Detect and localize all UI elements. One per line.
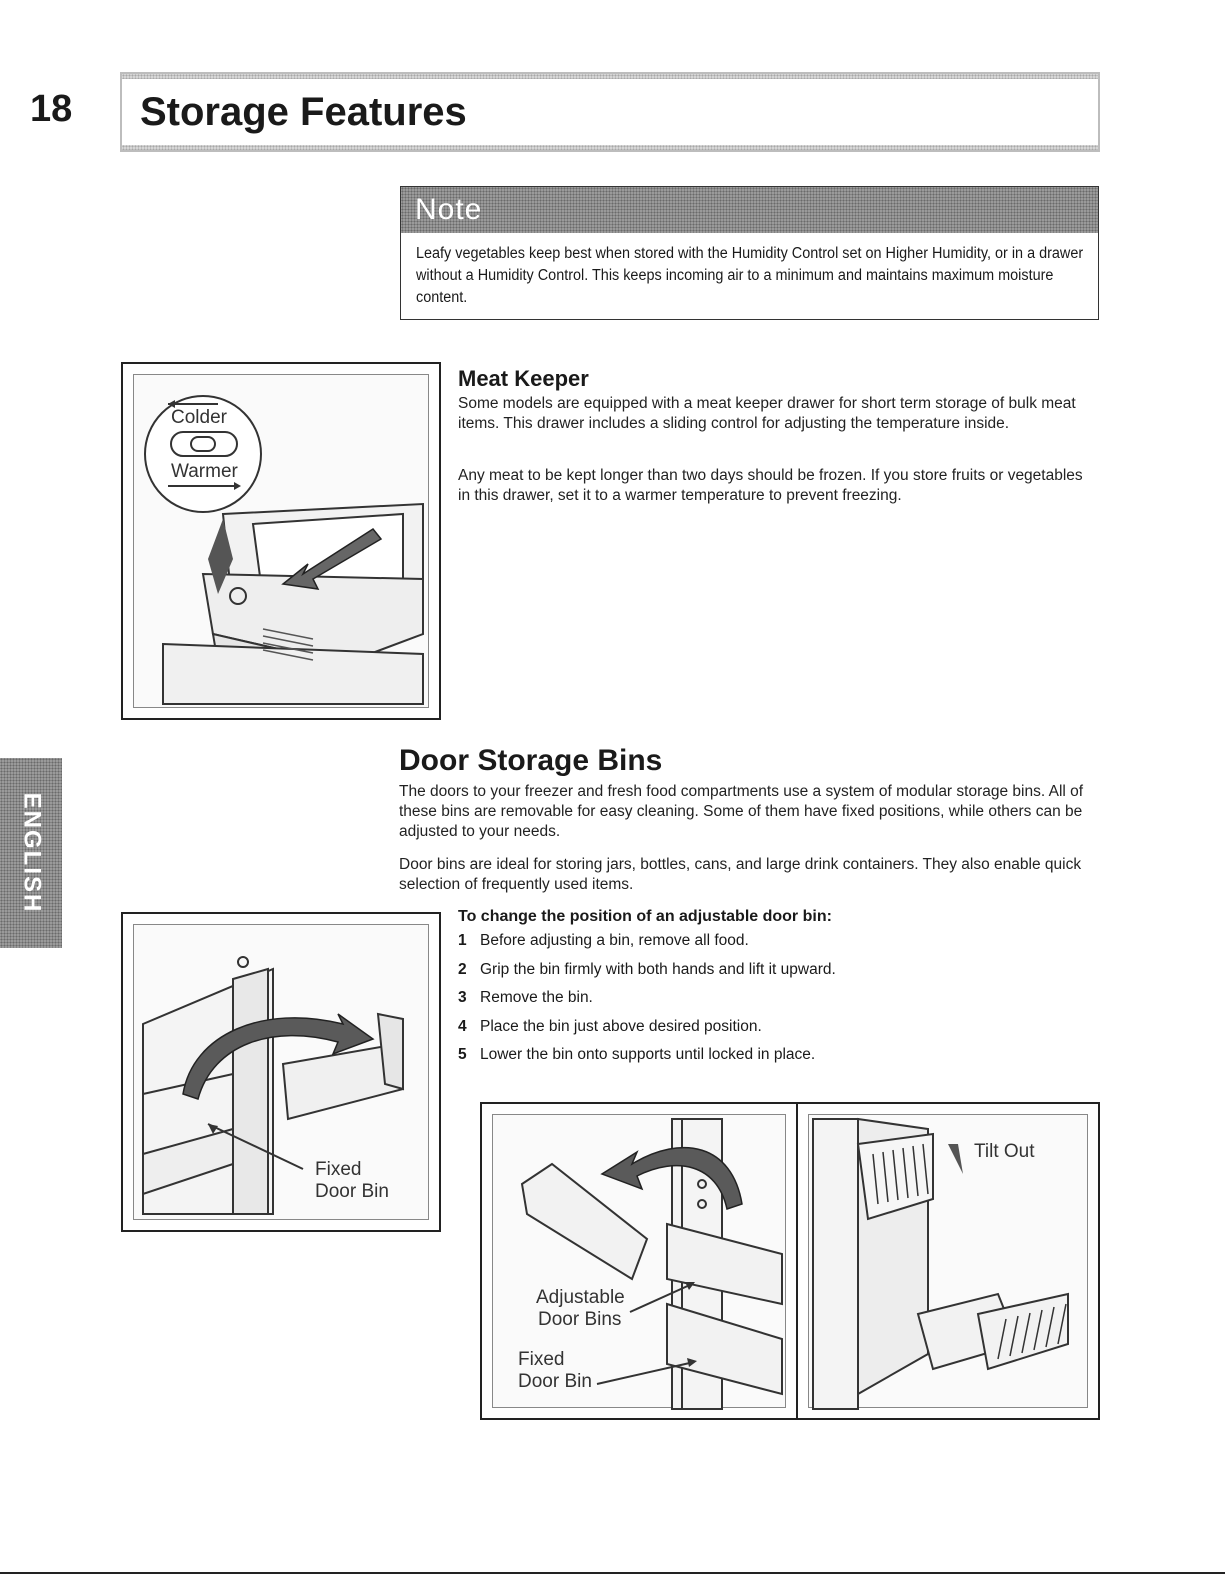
note-box: Note Leafy vegetables keep best when sto… xyxy=(400,186,1099,320)
door-bins-paragraph-1: The doors to your freezer and fresh food… xyxy=(399,783,1084,840)
colder-label: Colder xyxy=(171,407,227,428)
page-title: Storage Features xyxy=(140,90,467,134)
fixed-door-bin-figure: Fixed Door Bin xyxy=(121,912,441,1232)
fixed-label: Fixed xyxy=(315,1159,362,1180)
warmer-label: Warmer xyxy=(171,461,238,482)
door-bins-heading: Door Storage Bins xyxy=(399,744,663,777)
adjustable-door-bins-illustration xyxy=(520,1118,783,1410)
fixed-label: Fixed xyxy=(518,1349,565,1370)
steps-heading: To change the position of an adjustable … xyxy=(458,908,832,925)
adjustable-label: Adjustable xyxy=(536,1287,625,1308)
meat-keeper-illustration xyxy=(144,395,424,705)
meat-keeper-paragraph-2: Any meat to be kept longer than two days… xyxy=(458,467,1083,504)
title-bar-shade-top xyxy=(122,74,1098,79)
tilt-out-bin-illustration xyxy=(812,1117,1069,1410)
meat-keeper-figure: Colder Warmer xyxy=(121,362,441,720)
tilt-out-label: Tilt Out xyxy=(974,1141,1035,1162)
door-bin-label: Door Bin xyxy=(315,1181,389,1202)
door-bin-label: Door Bin xyxy=(518,1371,592,1392)
note-header: Note xyxy=(401,187,1098,233)
adjustable-door-bins-figure: Adjustable Door Bins Fixed Door Bin xyxy=(480,1102,798,1420)
fixed-door-bin-illustration xyxy=(142,956,405,1215)
meat-keeper-heading: Meat Keeper xyxy=(458,366,589,391)
bottom-rule xyxy=(0,1572,1225,1574)
title-bar: Storage Features xyxy=(120,72,1100,152)
page-number: 18 xyxy=(30,88,73,130)
language-tab-label: ENGLISH xyxy=(18,792,45,914)
language-tab: ENGLISH xyxy=(0,758,62,948)
meat-keeper-paragraph-1: Some models are equipped with a meat kee… xyxy=(458,395,1076,432)
door-bins-label: Door Bins xyxy=(538,1309,622,1330)
note-text: Leafy vegetables keep best when stored w… xyxy=(416,245,1084,306)
note-label: Note xyxy=(415,193,483,226)
door-bins-paragraph-2: Door bins are ideal for storing jars, bo… xyxy=(399,856,1082,893)
tilt-out-bin-figure: Tilt Out xyxy=(796,1102,1100,1420)
title-bar-shade-bottom xyxy=(122,145,1098,150)
